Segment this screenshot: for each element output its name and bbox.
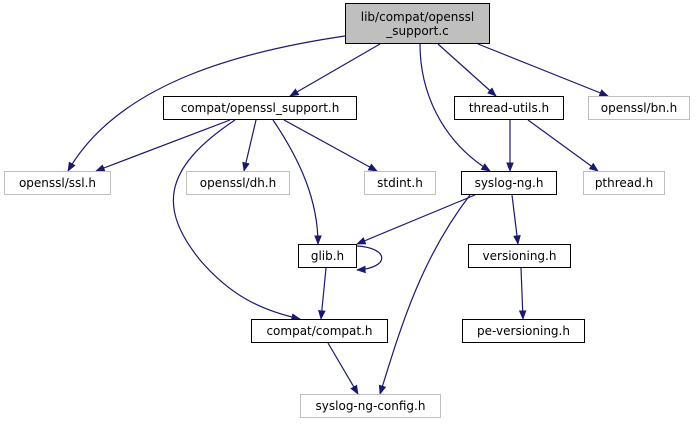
node-glib-h[interactable]: glib.h (298, 244, 357, 268)
edge-openssl-support-dh (242, 119, 257, 172)
node-openssl-dh-h: openssl/dh.h (186, 171, 290, 195)
edge-openssl-support-stdint (283, 119, 378, 172)
edge-versioning-pe-versioning (518, 267, 527, 320)
node-syslog-ng-config-h: syslog-ng-config.h (300, 394, 441, 418)
node-syslog-ng-h[interactable]: syslog-ng.h (461, 171, 557, 195)
edge-root-syslog-ng (419, 43, 491, 172)
node-compat-compat-h[interactable]: compat/compat.h (251, 319, 388, 343)
edge-glib-self (356, 245, 383, 274)
edge-openssl-support-glib (272, 119, 322, 245)
node-compat-openssl-support-h[interactable]: compat/openssl_support.h (163, 96, 357, 120)
node-label-line2: _support.c (386, 23, 449, 38)
edge-syslog-ng-glib (356, 194, 476, 245)
node-openssl-support-c[interactable]: lib/compat/openssl _support.c (345, 3, 490, 44)
edge-root-openssl-bn (477, 43, 609, 97)
node-pthread-h: pthread.h (583, 171, 665, 195)
node-openssl-bn-h: openssl/bn.h (588, 96, 690, 120)
edge-root-openssl-ssl (67, 35, 346, 172)
edge-thread-utils-pthread (527, 119, 599, 172)
edge-root-thread-utils (437, 43, 497, 97)
node-thread-utils-h[interactable]: thread-utils.h (454, 96, 564, 120)
edge-glib-compat (318, 267, 327, 320)
edge-openssl-support-ssl (95, 119, 231, 172)
node-versioning-h[interactable]: versioning.h (468, 244, 571, 268)
edge-syslog-ng-config (378, 194, 471, 395)
node-stdint-h: stdint.h (364, 171, 436, 195)
node-pe-versioning-h[interactable]: pe-versioning.h (462, 319, 585, 343)
edge-compat-config (327, 342, 359, 395)
edge-syslog-ng-versioning (511, 194, 521, 245)
node-label-line1: lib/compat/openssl (360, 9, 475, 24)
node-openssl-ssl-h: openssl/ssl.h (4, 171, 111, 195)
edge-openssl-support-compat (172, 119, 301, 321)
edge-root-openssl-support (289, 43, 381, 97)
